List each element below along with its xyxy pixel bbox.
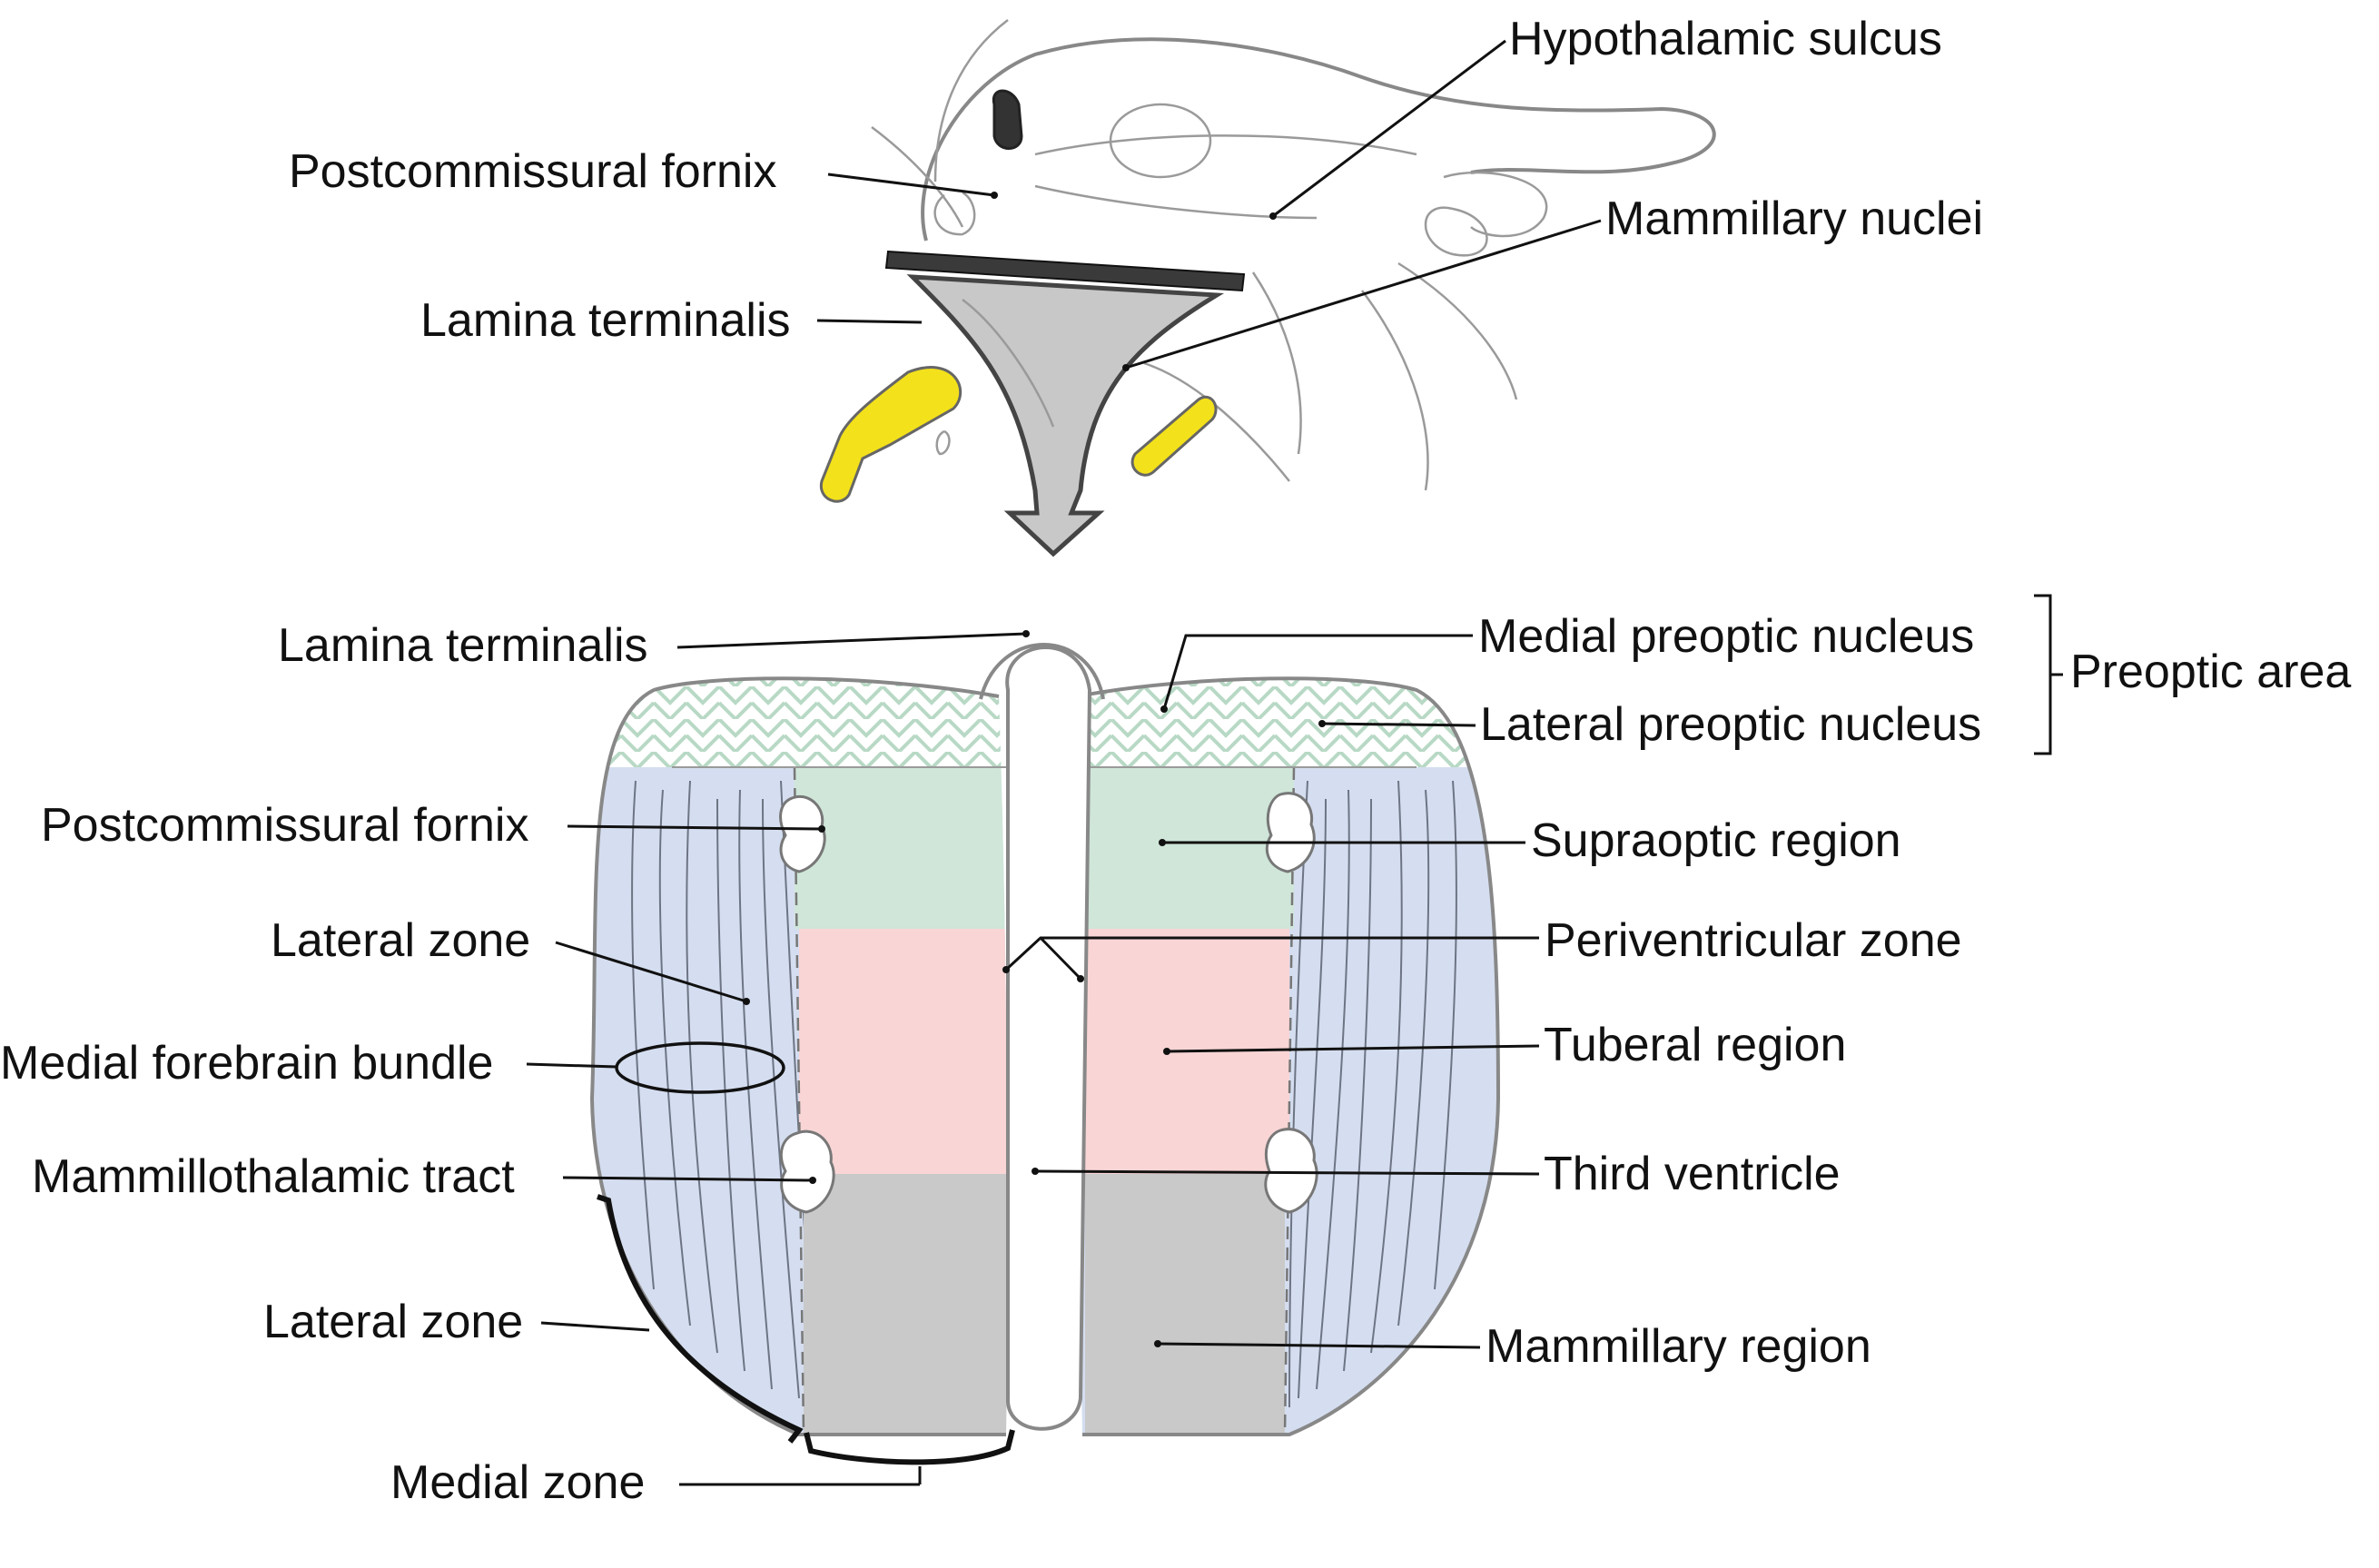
mammillary-body-outline — [1424, 206, 1488, 257]
medial-zone-bracket — [804, 1429, 1015, 1465]
sagittal-view — [819, 19, 1716, 557]
leader-tuberal-region — [1166, 1044, 1540, 1053]
right-mammillothalamic-tract — [1264, 1128, 1318, 1214]
optic-tract — [1130, 396, 1218, 477]
leader-periventricular-zone — [1004, 936, 1539, 981]
diencephalon-outline — [921, 37, 1716, 242]
thalamus-curve — [933, 19, 1009, 182]
medial-forebrain-bundle-ellipse — [615, 1041, 785, 1094]
label-mammillary-region: Mammillary region — [1486, 1320, 1871, 1373]
right-supraoptic-fill — [1085, 767, 1294, 929]
anterior-commissure — [992, 89, 1023, 150]
left-hemisection — [592, 678, 1008, 1435]
label-medial-forebrain-bundle: Medial forebrain bundle — [0, 1037, 493, 1090]
label-medial-zone: Medial zone — [390, 1456, 645, 1509]
anterior-curve — [871, 126, 964, 228]
third-ventricle — [1005, 645, 1092, 1431]
label-third-ventricle: Third ventricle — [1544, 1148, 1841, 1200]
leader-medial-preoptic-nucleus — [1162, 634, 1473, 710]
leader-lateral-preoptic-nucleus — [1321, 722, 1476, 727]
infundibulum-line — [1143, 361, 1290, 482]
pons-outline — [1443, 171, 1548, 238]
horizontal-section — [589, 643, 1501, 1436]
left-postcommissural-fornix — [779, 794, 826, 873]
left-preoptic-hatch — [592, 678, 1008, 767]
left-mammillary-fill — [804, 1174, 1008, 1435]
label-lamina-terminalis: Lamina terminalis — [278, 619, 648, 672]
optic-chiasm — [819, 366, 962, 503]
left-supraoptic-fill — [795, 767, 1008, 929]
arrow-inner-line — [962, 299, 1055, 428]
label-lateral-zone-lower: Lateral zone — [263, 1296, 523, 1348]
label-postcommissural-fornix-top: Postcommissural fornix — [289, 145, 776, 198]
label-tuberal-region: Tuberal region — [1544, 1019, 1846, 1071]
brainstem-line-2 — [1360, 290, 1429, 491]
label-postcommissural-fornix: Postcommissural fornix — [41, 799, 528, 852]
leader-hypothalamic-sulcus — [1272, 39, 1506, 218]
fornix-column — [933, 191, 976, 236]
label-lateral-preoptic-nucleus: Lateral preoptic nucleus — [1480, 698, 1981, 751]
right-hemisection-outline — [1076, 676, 1501, 1436]
lamina-terminalis-arch — [979, 643, 1105, 700]
right-medial-lateral-border — [1283, 766, 1296, 1435]
preoptic-area-bracket — [2034, 594, 2063, 755]
leader-third-ventricle — [1034, 1169, 1540, 1176]
label-medial-preoptic-nucleus: Medial preoptic nucleus — [1478, 610, 1974, 663]
left-tuberal-fill — [799, 929, 1008, 1174]
brainstem-line-3 — [1251, 271, 1302, 455]
label-lamina-terminalis-top: Lamina terminalis — [420, 294, 791, 347]
leader-postcommissural-fornix — [567, 824, 823, 831]
section-plane-bar — [884, 250, 1246, 292]
leader-lamina-terminalis — [676, 632, 1027, 649]
leader-lateral-zone-lower — [540, 1321, 650, 1332]
right-mammillary-fill — [1085, 1174, 1285, 1435]
interthalamic-adhesion — [1109, 103, 1212, 179]
label-mammillary-nuclei: Mammillary nuclei — [1605, 192, 1983, 245]
leader-mammillothalamic-tract — [562, 1176, 814, 1182]
leader-medial-forebrain-bundle — [526, 1062, 617, 1069]
optic-nerve-cut — [935, 429, 951, 456]
lateral-zone-bracket — [597, 1194, 804, 1444]
left-mammillothalamic-tract — [780, 1129, 835, 1214]
sulcus-line — [1034, 184, 1318, 220]
label-preoptic-area: Preoptic area — [2070, 646, 2351, 698]
brainstem-line-1 — [1397, 261, 1518, 400]
label-mammillothalamic-tract: Mammillothalamic tract — [32, 1150, 515, 1203]
right-postcommissural-fornix — [1266, 792, 1316, 873]
down-arrow-icon — [906, 274, 1225, 557]
leader-mammillary-region — [1157, 1342, 1481, 1349]
leader-lateral-zone-upper — [555, 941, 747, 1003]
right-hemisection — [1077, 678, 1498, 1435]
label-lateral-zone-upper: Lateral zone — [271, 914, 530, 967]
leader-mammillary-nuclei — [1125, 219, 1602, 370]
leader-lamina-terminalis-top — [816, 319, 923, 324]
label-hypothalamic-sulcus: Hypothalamic sulcus — [1509, 13, 1942, 65]
label-periventricular-zone: Periventricular zone — [1545, 914, 1962, 967]
upper-sulcus-line — [1034, 134, 1417, 156]
left-medial-lateral-border — [793, 766, 805, 1435]
leader-postcommissural-fornix-top — [827, 173, 995, 197]
leader-dots — [743, 192, 1326, 1347]
label-supraoptic-region: Supraoptic region — [1531, 814, 1901, 867]
